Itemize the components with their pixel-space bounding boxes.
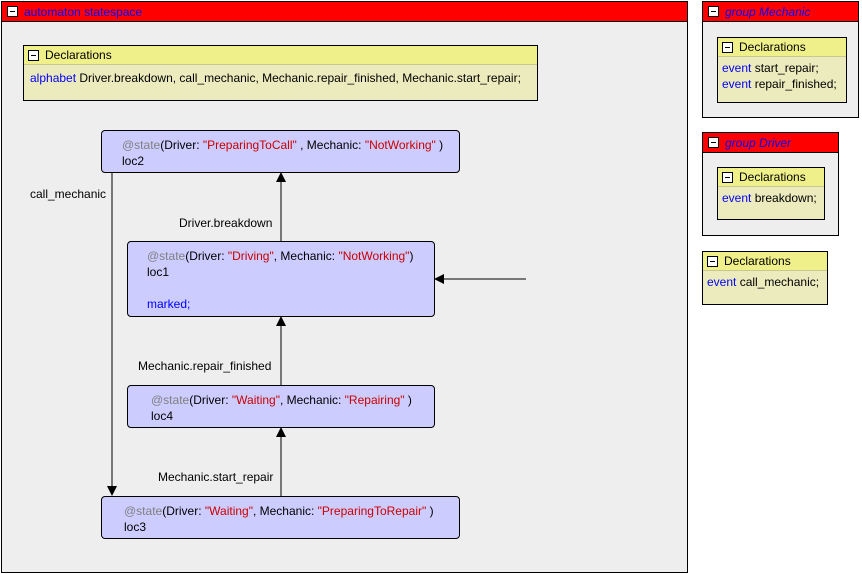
collapse-icon[interactable] xyxy=(708,6,719,17)
declarations-header: Declarations xyxy=(718,168,824,187)
declarations-title: Declarations xyxy=(739,170,806,184)
event-line: event start_repair; xyxy=(722,61,819,75)
declarations-title: Declarations xyxy=(724,254,791,268)
declarations-header: Declarations xyxy=(718,38,846,57)
alphabet-declarations[interactable]: Declarations alphabet Driver.breakdown, … xyxy=(23,45,538,101)
state-loc3[interactable]: @state(Driver: "Waiting", Mechanic: "Pre… xyxy=(101,496,460,539)
edge-label-call-mechanic: call_mechanic xyxy=(30,187,107,201)
transition-edges xyxy=(107,172,526,496)
group-mechanic-title: group Mechanic xyxy=(725,5,811,19)
edge-label-start-repair: Mechanic.start_repair xyxy=(158,470,274,484)
state-annotation: @state(Driver: "Driving", Mechanic: "Not… xyxy=(147,249,414,263)
collapse-icon[interactable] xyxy=(28,50,39,61)
state-marked: marked; xyxy=(147,297,191,311)
state-name: loc1 xyxy=(147,265,170,279)
state-annotation: @state(Driver: "Waiting", Mechanic: "Pre… xyxy=(124,504,434,518)
declarations-title: Declarations xyxy=(45,48,112,62)
group-driver-panel: group Driver Declarations event breakdow… xyxy=(702,132,839,236)
collapse-icon[interactable] xyxy=(722,42,733,53)
state-name: loc4 xyxy=(151,409,174,423)
automaton-title: automaton statespace xyxy=(24,5,143,19)
event-line: event breakdown; xyxy=(722,191,817,205)
collapse-icon[interactable] xyxy=(707,256,718,267)
state-name: loc2 xyxy=(122,154,145,168)
group-mechanic-header: group Mechanic xyxy=(703,2,858,22)
global-declarations[interactable]: Declarations event call_mechanic; xyxy=(702,251,828,305)
edge-label-repair-finished: Mechanic.repair_finished xyxy=(138,359,272,373)
event-line: event repair_finished; xyxy=(722,77,837,91)
declarations-header: Declarations xyxy=(703,252,827,271)
collapse-icon[interactable] xyxy=(708,137,719,148)
declarations-title: Declarations xyxy=(739,40,806,54)
alphabet-line: alphabet Driver.breakdown, call_mechanic… xyxy=(30,71,521,85)
edge-label-breakdown: Driver.breakdown xyxy=(179,216,273,230)
event-line: event call_mechanic; xyxy=(707,275,820,289)
state-loc4[interactable]: @state(Driver: "Waiting", Mechanic: "Rep… xyxy=(127,385,435,428)
group-driver-title: group Driver xyxy=(725,136,792,150)
collapse-icon[interactable] xyxy=(7,6,18,17)
state-loc1[interactable]: @state(Driver: "Driving", Mechanic: "Not… xyxy=(127,241,435,317)
driver-declarations[interactable]: Declarations event breakdown; xyxy=(717,167,825,220)
collapse-icon[interactable] xyxy=(722,172,733,183)
group-driver-header: group Driver xyxy=(703,133,838,153)
group-mechanic-panel: group Mechanic Declarations event start_… xyxy=(702,1,859,118)
mechanic-declarations[interactable]: Declarations event start_repair; event r… xyxy=(717,37,847,103)
declarations-header: Declarations xyxy=(24,46,537,65)
automaton-header: automaton statespace xyxy=(2,2,687,22)
state-loc2[interactable]: @state(Driver: "PreparingToCall" , Mecha… xyxy=(101,130,460,173)
state-annotation: @state(Driver: "PreparingToCall" , Mecha… xyxy=(122,138,444,152)
state-name: loc3 xyxy=(124,520,147,534)
automaton-panel: automaton statespace Declarations alphab… xyxy=(1,1,688,573)
state-annotation: @state(Driver: "Waiting", Mechanic: "Rep… xyxy=(151,393,412,407)
